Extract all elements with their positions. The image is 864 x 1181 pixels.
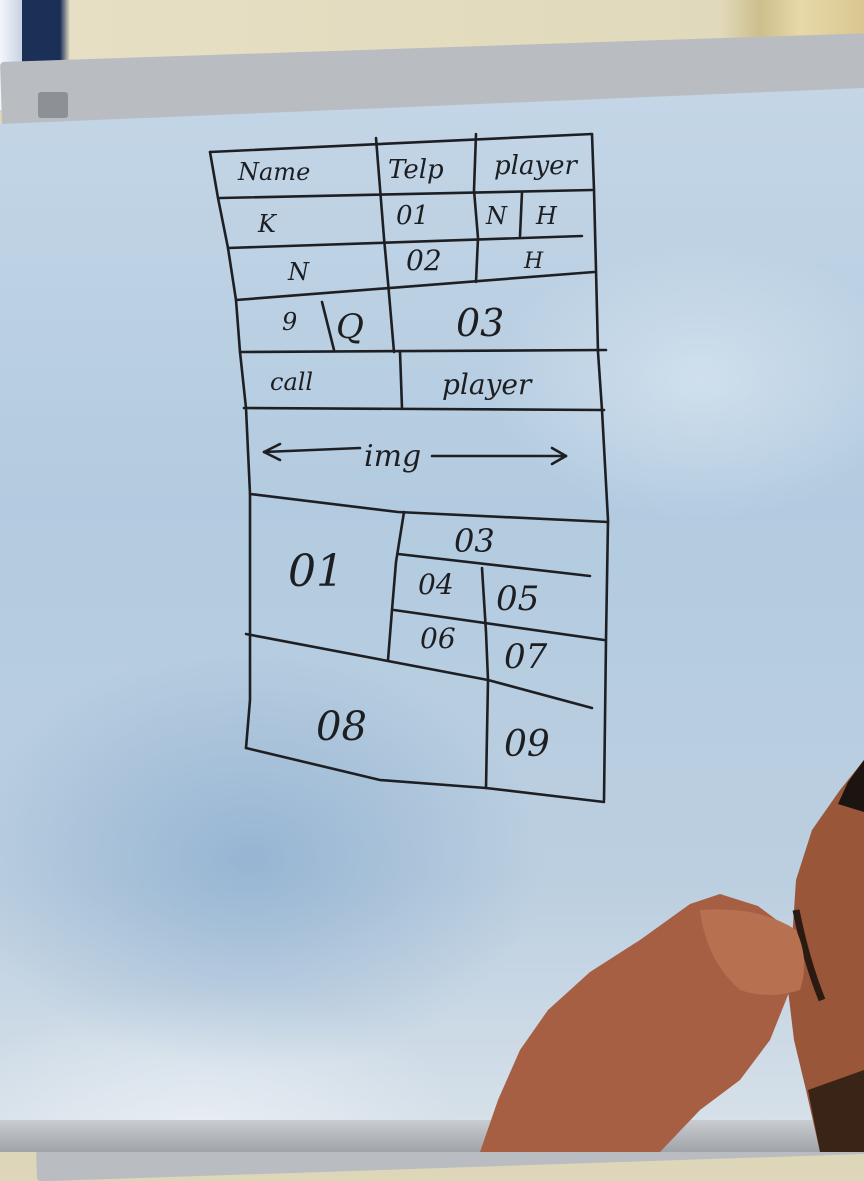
header-telp-label: Telp <box>388 155 444 185</box>
person-eyebrow <box>792 909 826 1002</box>
row1-player-n-label: N <box>485 202 508 230</box>
person-hand-and-face <box>480 760 864 1152</box>
grid-cell-08: 08 <box>316 704 367 750</box>
whiteboard-sketch: Name Telp player K 01 N H N 02 H 9 Q 03 … <box>208 132 610 804</box>
grid-cell-05: 05 <box>496 579 539 619</box>
person-hair <box>838 760 864 812</box>
row4-left-label: call <box>270 368 313 396</box>
grid-cell-06: 06 <box>420 622 456 655</box>
grid-cell-04: 04 <box>418 568 454 601</box>
person-face <box>788 760 864 1152</box>
grid-cell-01: 01 <box>288 546 344 597</box>
grid-cell-07: 07 <box>504 637 548 677</box>
sketch-labels: Name Telp player K 01 N H N 02 H 9 Q 03 … <box>237 151 579 765</box>
header-player-label: player <box>494 151 579 181</box>
board-clip <box>38 92 68 118</box>
row2-name-label: N <box>287 258 310 286</box>
person-finger <box>700 909 805 995</box>
img-label: img <box>364 439 421 474</box>
row1-name-label: K <box>257 210 278 238</box>
row1-telp-label: 01 <box>396 201 429 231</box>
row4-right-label: player <box>442 368 533 401</box>
person-arm <box>480 894 790 1152</box>
row3-right-label: 03 <box>456 301 504 345</box>
grid-cell-09: 09 <box>504 724 550 765</box>
grid-cell-03: 03 <box>454 522 495 560</box>
row2-telp-label: 02 <box>406 244 442 277</box>
marker-tray <box>0 1120 864 1152</box>
row3-left-label: 9 <box>282 308 297 336</box>
header-name-label: Name <box>237 158 310 186</box>
sketch-table-lines <box>208 132 610 804</box>
row1-player-h-label: H <box>535 202 558 230</box>
row3-mid-label: Q <box>336 307 364 347</box>
person-beard <box>808 1070 864 1152</box>
row2-player-label: H <box>523 249 544 274</box>
